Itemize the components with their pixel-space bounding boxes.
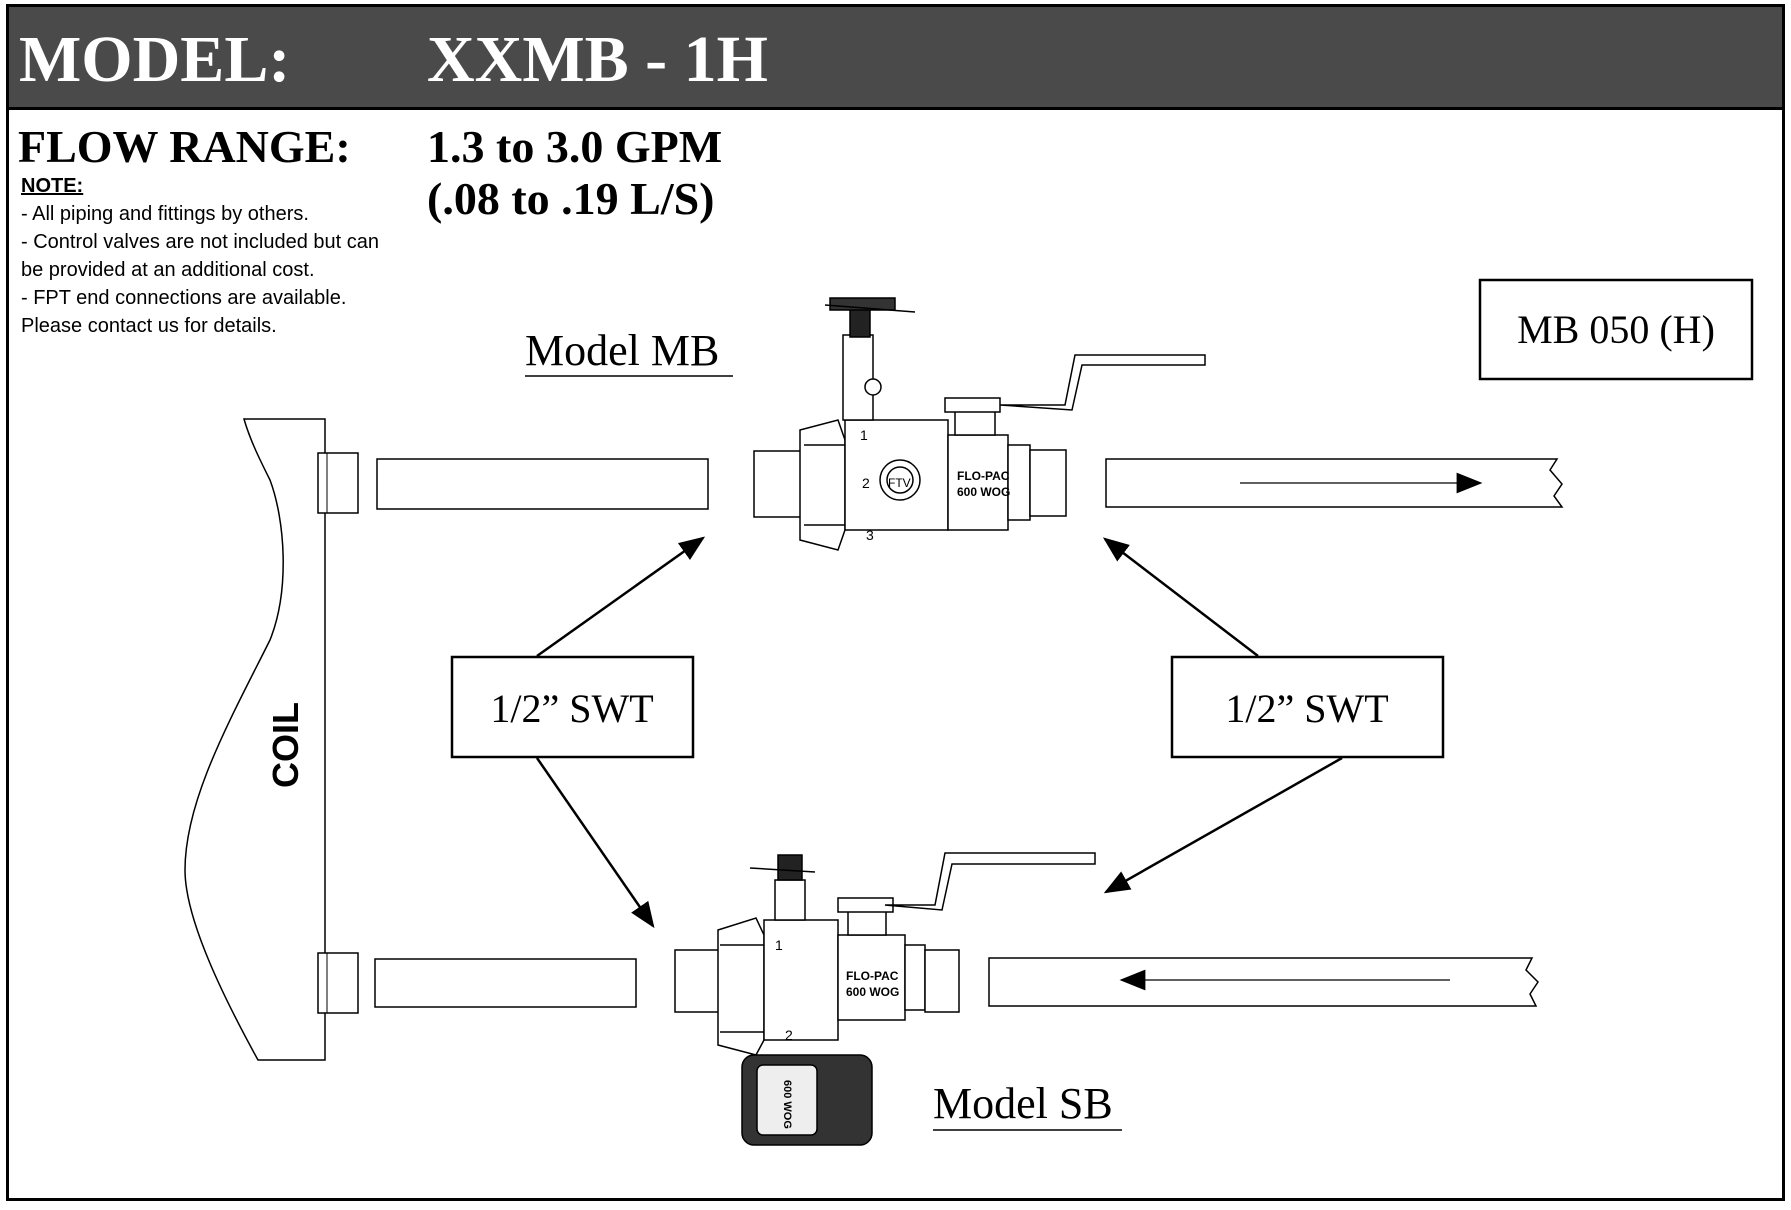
valve-mb-port3: 3 — [866, 527, 874, 543]
valve-mb-rating: 600 WOG — [957, 485, 1010, 499]
flow-range-label: FLOW RANGE: — [18, 121, 351, 172]
leader-arrow-left-top — [536, 536, 706, 658]
valve-sb-brand: FLO-PAC — [846, 969, 899, 983]
model-sb-label: Model SB — [933, 1079, 1113, 1128]
coil-stub-bottom — [317, 952, 359, 1014]
leader-arrow-right-top — [1102, 537, 1259, 657]
coil-stub-top — [317, 452, 359, 514]
connection-left-label: 1/2” SWT — [490, 686, 653, 731]
model-sb-label-group: Model SB — [933, 1079, 1122, 1131]
valve-mb-gauge: FTV — [888, 476, 911, 490]
valve-mb-port2: 2 — [862, 475, 870, 491]
flow-range-ls: (.08 to .19 L/S) — [427, 173, 715, 224]
page-frame — [6, 4, 1785, 1201]
valve-mb-port1: 1 — [860, 427, 868, 443]
valve-sb: 1 2 FLO-PAC 600 WOG 600 WOG — [674, 852, 1096, 1146]
pipe-top-left — [376, 458, 709, 510]
valve-sb-port1: 1 — [775, 937, 783, 953]
model-value: XXMB - 1H — [427, 23, 768, 96]
pipe-top-right — [1105, 458, 1564, 508]
connection-right-label: 1/2” SWT — [1225, 686, 1388, 731]
pipe-bottom-left — [374, 958, 637, 1008]
leader-arrow-left-bottom — [535, 757, 655, 929]
valve-sb-port2: 2 — [785, 1027, 793, 1043]
connection-box-left: 1/2” SWT — [450, 655, 695, 759]
model-label: MODEL: — [19, 23, 291, 96]
coil-label: COIL — [265, 702, 306, 788]
notes-block: NOTE: - All piping and fittings by other… — [21, 172, 421, 340]
pipe-bottom-right — [988, 957, 1539, 1007]
part-number-box: MB 050 (H) — [1478, 278, 1754, 381]
note-line-5: Please contact us for details. — [21, 315, 277, 337]
header-bar: MODEL: XXMB - 1H — [9, 7, 1782, 110]
note-line-2: - Control valves are not included but ca… — [21, 231, 379, 253]
note-line-4: - FPT end connections are available. — [21, 287, 347, 309]
note-line-3: be provided at an additional cost. — [21, 259, 315, 281]
model-mb-label: Model MB — [525, 326, 719, 375]
leader-arrow-right-bottom — [1103, 756, 1343, 894]
part-number: MB 050 (H) — [1517, 307, 1715, 352]
coil: COIL — [184, 418, 359, 1061]
flow-range-gpm: 1.3 to 3.0 GPM — [427, 121, 723, 172]
note-title: NOTE: — [21, 175, 84, 197]
connection-box-right: 1/2” SWT — [1170, 655, 1445, 759]
valve-sb-drain-text: 600 WOG — [781, 1080, 793, 1129]
note-line-1: - All piping and fittings by others. — [21, 203, 309, 225]
model-mb-label-group: Model MB — [525, 326, 733, 377]
valve-mb: 1 2 3 FTV FLO-PAC 600 WOG — [753, 297, 1206, 551]
valve-mb-brand: FLO-PAC — [957, 469, 1010, 483]
valve-sb-rating: 600 WOG — [846, 985, 899, 999]
